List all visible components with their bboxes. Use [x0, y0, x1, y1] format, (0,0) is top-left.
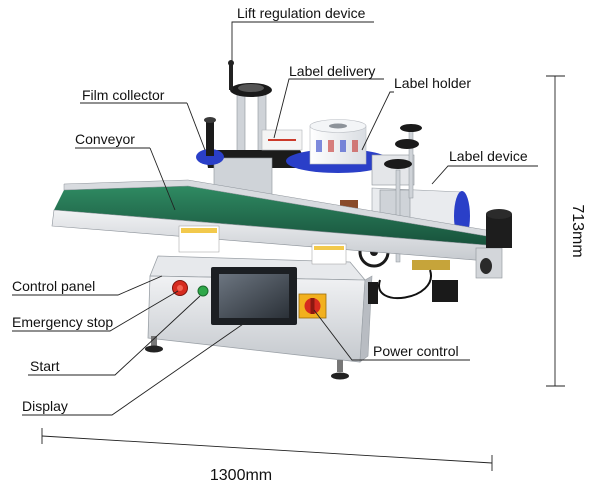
label-holder [286, 119, 390, 173]
start-button [197, 285, 209, 297]
width-dimension-label: 1300mm [210, 467, 272, 484]
cabinet-feet [145, 336, 349, 380]
height-dimension-label: 713mm [569, 204, 586, 257]
machine-illustration [51, 60, 512, 380]
label-conveyor: Conveyor [75, 131, 135, 147]
part-labels: Lift regulation device Label delivery La… [12, 5, 528, 414]
label-control-panel: Control panel [12, 278, 95, 294]
height-dimension: 713mm [546, 75, 586, 387]
leader-lines [12, 21, 538, 416]
label-emergency-stop: Emergency stop [12, 314, 113, 330]
label-film-collector: Film collector [82, 87, 165, 103]
label-label-holder: Label holder [394, 75, 471, 91]
label-power-control: Power control [373, 343, 459, 359]
width-dimension: 1300mm [41, 428, 493, 484]
film-collector [196, 117, 224, 165]
display-screen [219, 274, 289, 318]
label-display: Display [22, 398, 68, 414]
label-lift-regulation-device: Lift regulation device [237, 5, 366, 21]
label-label-delivery: Label delivery [289, 63, 375, 79]
label-start: Start [30, 358, 60, 374]
conveyor [51, 179, 512, 304]
conveyor-belt [54, 186, 510, 246]
label-label-device: Label device [449, 148, 528, 164]
